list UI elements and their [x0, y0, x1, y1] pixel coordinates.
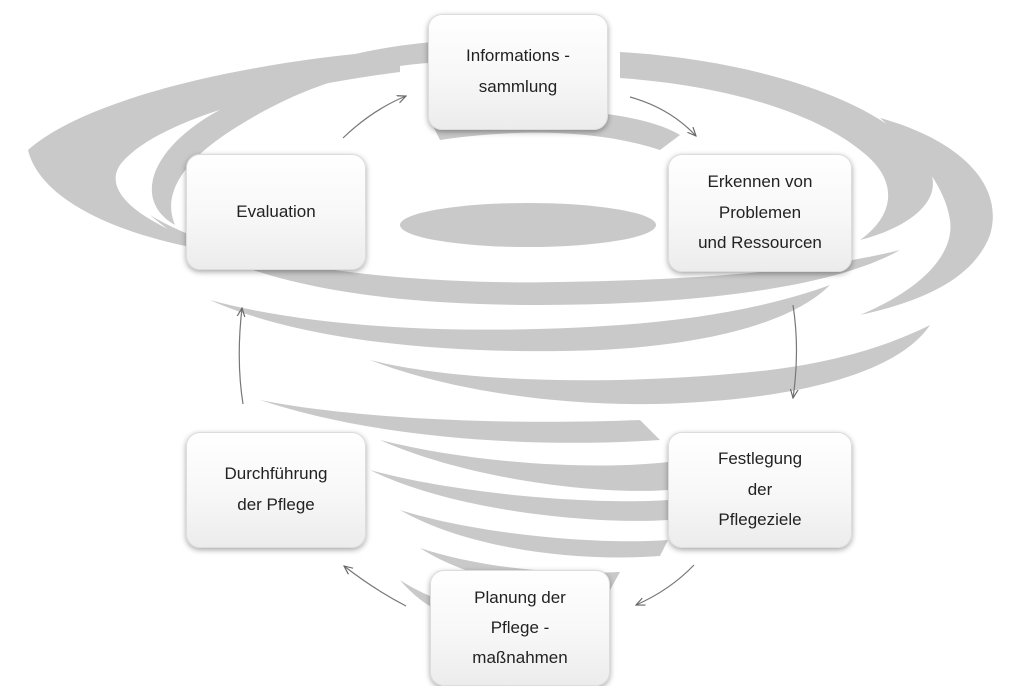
- node-fest-line-2: der: [747, 479, 773, 499]
- swirl-center-ellipse: [400, 203, 656, 247]
- node-erk-line-1: Erkennen von: [707, 172, 813, 192]
- swirl-outer-left: [28, 50, 400, 255]
- swirl-band-3: [370, 325, 930, 405]
- node-plan-line-3: maßnahmen: [472, 647, 568, 667]
- node-info-line-2: sammlung: [478, 77, 558, 96]
- arrow-eval-to-info: [342, 96, 406, 139]
- swirl-band-4: [260, 400, 660, 443]
- node-planung-der-pflegemassnahmen: Planung der Pflege - maßnahmen: [430, 570, 610, 686]
- swirl-band-6: [370, 470, 668, 521]
- node-erkennen-von-problemen: Erkennen von Problemen und Ressourcen: [668, 154, 852, 272]
- swirl-outer-right: [860, 118, 993, 315]
- node-informationssammlung: Informations - sammlung: [428, 14, 608, 130]
- node-durchfuehrung-der-pflege: Durchführung der Pflege: [186, 432, 366, 548]
- node-eval-line-1: Evaluation: [236, 201, 316, 221]
- swirl-band-2: [210, 285, 830, 352]
- node-evaluation: Evaluation: [186, 154, 366, 270]
- node-fest-line-3: Pflegeziele: [718, 510, 802, 530]
- arrow-fest-to-plan: [636, 564, 695, 605]
- arrow-durch-to-eval: [239, 308, 243, 405]
- node-durch-line-2: der Pflege: [237, 495, 315, 514]
- swirl-arc-top-right: [620, 52, 933, 240]
- node-durch-line-1: Durchführung: [224, 464, 328, 484]
- node-fest-line-1: Festlegung: [717, 449, 803, 469]
- arrow-info-to-erk: [629, 96, 696, 136]
- arrow-plan-to-durch: [344, 566, 407, 607]
- node-festlegung-der-pflegeziele: Festlegung der Pflegeziele: [668, 432, 852, 548]
- node-erk-line-2: Problemen: [718, 202, 802, 222]
- swirl-band-1: [150, 215, 900, 305]
- node-erk-line-3: und Ressourcen: [698, 233, 822, 253]
- swirl-band-7: [400, 510, 668, 558]
- swirl-band-5: [380, 440, 668, 491]
- node-info-line-1: Informations -: [466, 46, 570, 66]
- node-plan-line-2: Pflege -: [490, 618, 550, 638]
- arrow-erk-to-fest: [793, 304, 797, 398]
- node-plan-line-1: Planung der: [474, 588, 566, 608]
